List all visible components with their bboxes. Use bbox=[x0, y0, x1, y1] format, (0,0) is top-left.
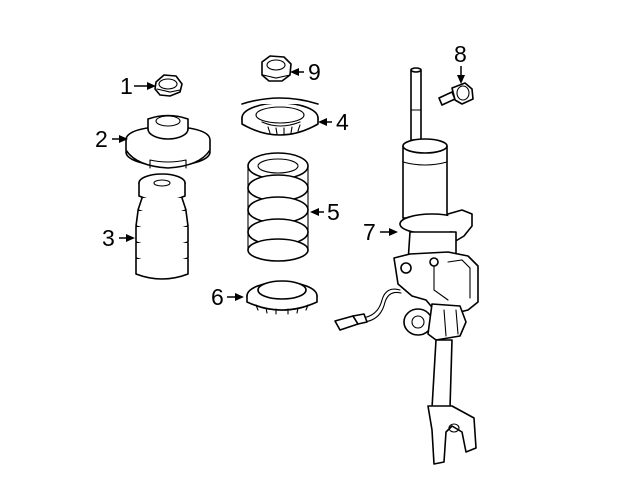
callout-4: 4 bbox=[336, 109, 349, 135]
callout-8: 8 bbox=[454, 41, 467, 67]
callout-1: 1 bbox=[120, 73, 133, 99]
part-6-lower-spring-seat bbox=[246, 280, 318, 315]
callout-leaders bbox=[112, 66, 465, 301]
part-9-nut bbox=[261, 55, 292, 82]
part-8-bolt bbox=[438, 82, 474, 106]
part-4-upper-spring-seat bbox=[241, 97, 319, 136]
part-1-nut bbox=[154, 74, 183, 97]
part-7-strut-assembly bbox=[334, 67, 479, 465]
callout-2: 2 bbox=[95, 126, 108, 152]
callout-6: 6 bbox=[211, 284, 224, 310]
part-3-bump-stop bbox=[135, 173, 189, 280]
part-5-coil-spring bbox=[247, 152, 309, 262]
callout-5: 5 bbox=[327, 199, 340, 225]
part-2-upper-mount bbox=[125, 114, 211, 169]
callout-3: 3 bbox=[102, 225, 115, 251]
callout-labels: 1 2 3 4 5 6 7 8 9 bbox=[95, 41, 467, 310]
callout-9: 9 bbox=[308, 59, 321, 85]
callout-7: 7 bbox=[363, 219, 376, 245]
